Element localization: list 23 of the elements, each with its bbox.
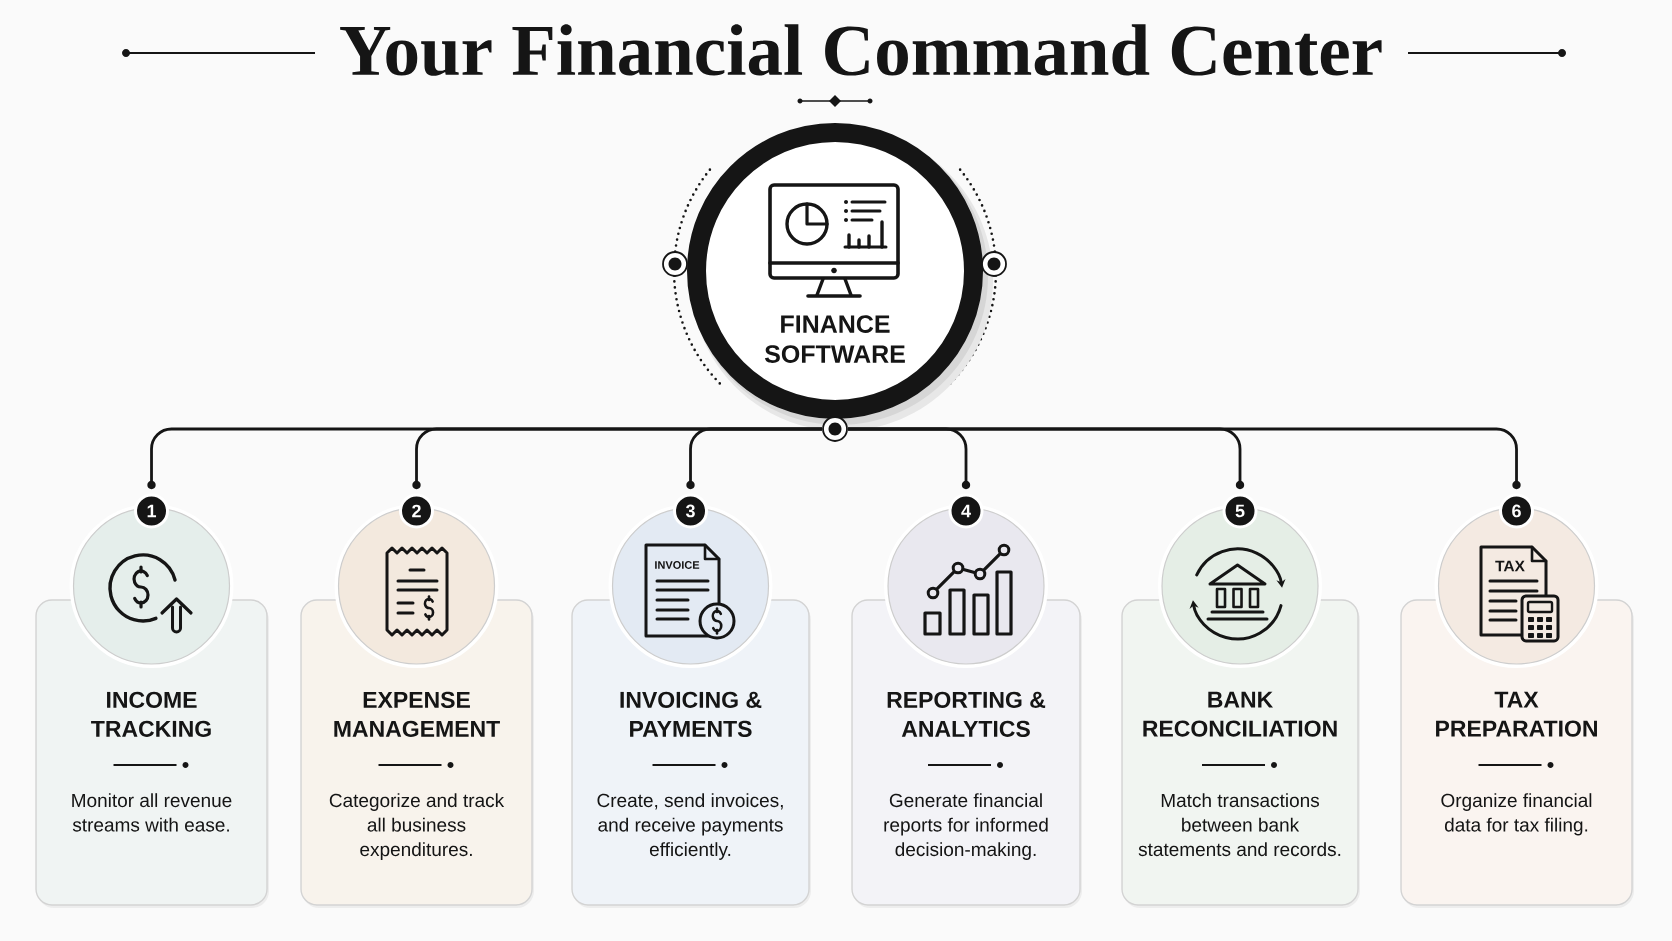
connector-line — [848, 427, 1518, 482]
card-heading: REPORTING & ANALYTICS — [887, 691, 1046, 737]
card-heading: BANK RECONCILIATION — [1143, 691, 1337, 737]
card-description: Monitor all revenue streams with ease. — [72, 793, 232, 832]
number-badge: 3 — [673, 480, 708, 529]
title: Your Financial Command Center — [340, 24, 1382, 76]
card-description: Organize financial data for tax filing. — [1441, 793, 1592, 836]
card-heading: INCOME TRACKING — [91, 691, 211, 737]
card-heading: TAX PREPARATION — [1436, 691, 1597, 737]
number-badge: 5 — [1222, 480, 1258, 529]
document-label: TAX — [1495, 560, 1525, 572]
number-badge: 2 — [399, 480, 434, 529]
number-badge: 1 — [134, 480, 169, 529]
card-heading: INVOICING & PAYMENTS — [620, 691, 762, 737]
card-description: Match transactions between bank statements and records. — [1138, 793, 1341, 857]
number-badge: 6 — [1499, 480, 1534, 529]
connector-line — [689, 427, 822, 482]
document-label: INVOICE — [655, 561, 700, 569]
card-description: Generate financial reports for informed decision-making. — [884, 793, 1048, 860]
card-heading: EXPENSE MANAGEMENT — [334, 691, 500, 737]
card-description: Categorize and track all business expenditures. — [329, 793, 505, 860]
card-description: Create, send invoices, and receive payments efficiently. — [597, 793, 783, 860]
number-badge: 4 — [948, 480, 984, 529]
